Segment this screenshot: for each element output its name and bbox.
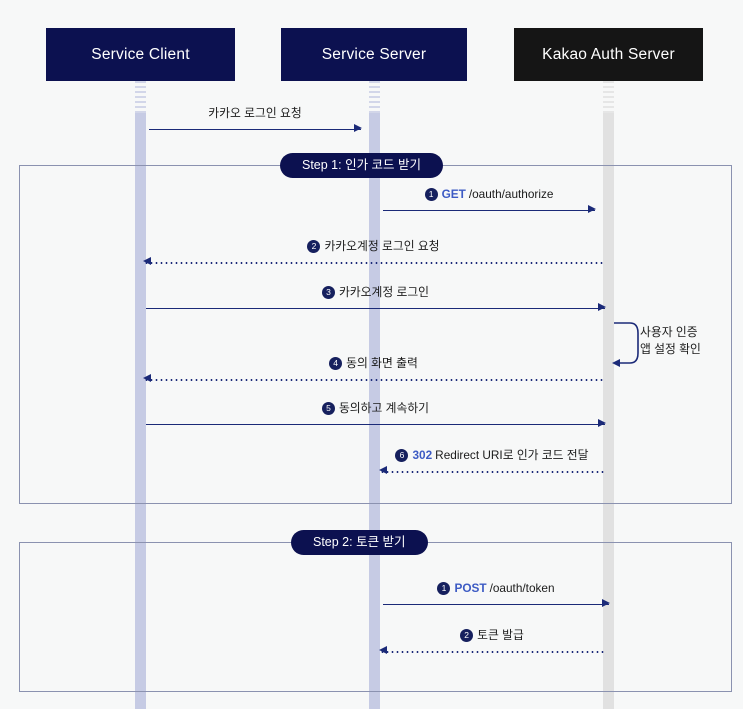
message-number-badge: 3 [321,286,335,299]
lifeline-kakao-auth-server [603,81,614,709]
actor-service-server: Service Server [281,28,467,81]
message-line [380,471,604,473]
self-loop-arrow-icon [612,322,639,367]
lifeline-stripe-fade [369,81,380,113]
actor-kakao-auth-server: Kakao Auth Server [514,28,703,81]
message-text: 토큰 발급 [477,628,524,642]
lifeline-service-server [369,81,380,709]
self-loop-line-1: 사용자 인증 [640,325,698,339]
message-kakao-login-request: 카카오 로그인 요청 [149,105,362,139]
arrow-left-icon [379,646,387,654]
message-line [149,129,361,130]
message-line [383,604,609,605]
message-verb: POST [454,581,487,595]
message-line [383,210,595,211]
message-text: Redirect URI로 인가 코드 전달 [435,448,589,462]
message-line [144,262,603,264]
step-2-pill: Step 2: 토큰 받기 [291,530,428,555]
message-number-badge: 1 [424,188,438,201]
step-1-pill: Step 1: 인가 코드 받기 [280,153,444,178]
message-number-badge: 4 [329,357,343,370]
message-path: /oauth/token [489,581,555,595]
message-text: 카카오계정 로그인 [338,285,430,299]
lifeline-bar [603,113,614,709]
lifeline-bar [135,113,146,709]
message-text: 동의하고 계속하기 [338,401,430,415]
message-text: 카카오계정 로그인 요청 [324,239,440,253]
message-number-badge: 5 [321,402,335,415]
message-line [380,651,604,653]
arrow-right-icon [598,303,606,311]
message-label: 카카오 로그인 요청 [149,105,361,121]
message-line [146,308,605,309]
message-text: 카카오 로그인 요청 [208,106,302,120]
self-loop-text: 사용자 인증 앱 설정 확인 [640,324,701,358]
message-status-code: 302 [412,448,433,462]
message-path: /oauth/authorize [468,187,554,201]
lifeline-stripe-fade [135,81,146,113]
arrow-right-icon [354,124,362,132]
actor-label-kakao-auth-server: Kakao Auth Server [542,45,675,63]
self-loop-user-auth: 사용자 인증 앱 설정 확인 [608,317,738,379]
message-text: 동의 화면 출력 [346,356,418,370]
lifeline-stripe-fade [603,81,614,113]
lifeline-service-client [135,81,146,709]
arrow-left-icon [379,466,387,474]
message-verb: GET [441,187,466,201]
actor-service-client: Service Client [46,28,235,81]
arrow-left-icon [143,374,151,382]
arrow-left-icon [143,257,151,265]
actor-label-service-server: Service Server [321,45,427,63]
self-loop-line-2: 앱 설정 확인 [640,342,701,356]
message-number-badge: 2 [307,240,321,253]
lifeline-bar [369,113,380,709]
message-line [144,379,603,381]
step-frame-2 [19,542,732,692]
message-number-badge: 6 [395,449,409,462]
actor-label-service-client: Service Client [91,45,190,63]
message-number-badge: 1 [437,582,451,595]
arrow-right-icon [598,419,606,427]
arrow-right-icon [602,599,610,607]
message-number-badge: 2 [460,629,474,642]
message-line [146,424,605,425]
arrow-right-icon [588,205,596,213]
